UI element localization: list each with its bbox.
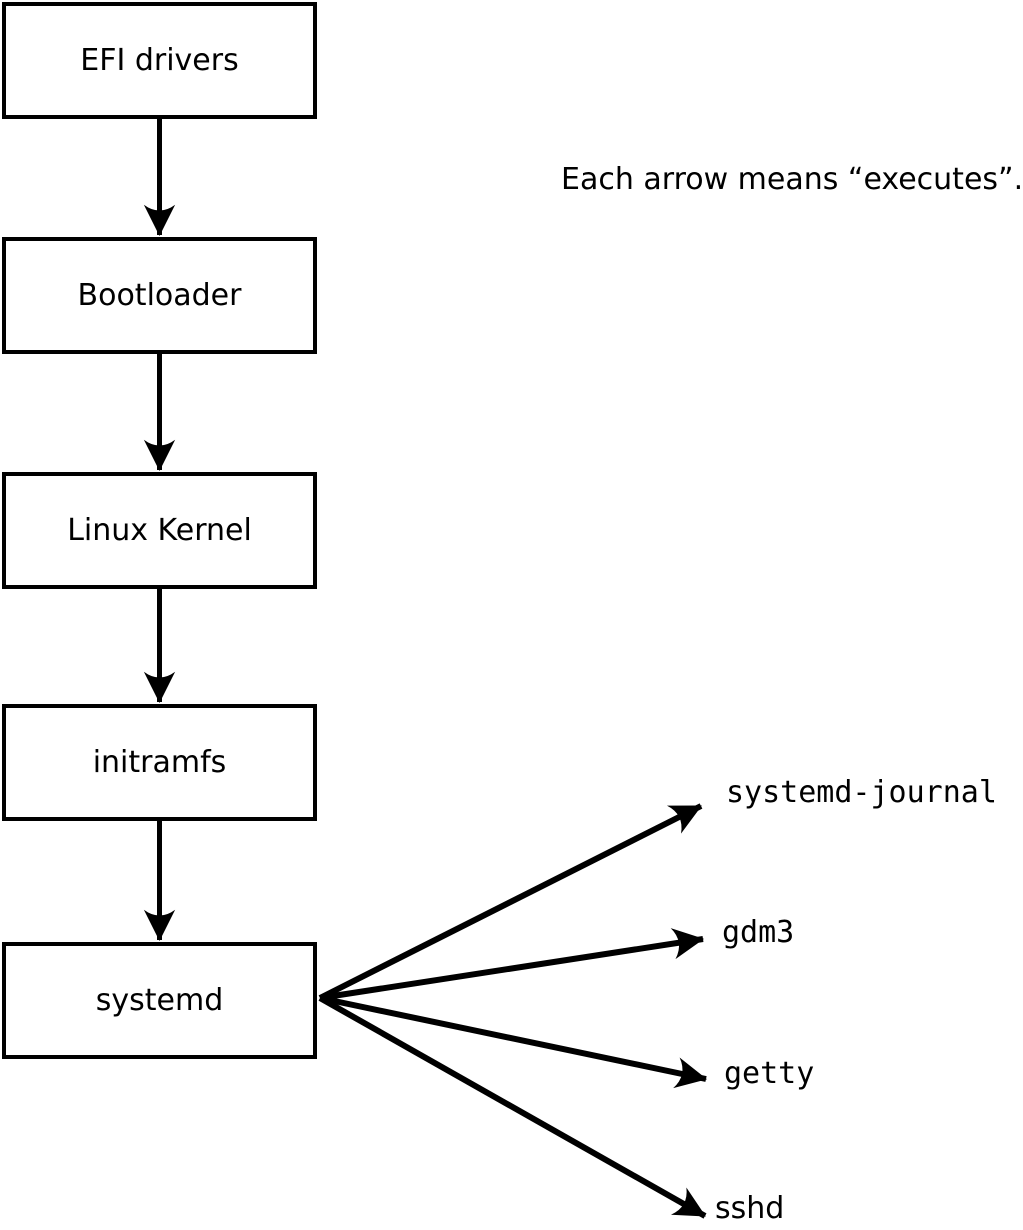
node-linux-kernel: Linux Kernel [2,472,317,589]
node-systemd: systemd [2,942,317,1059]
label-getty: getty [724,1056,815,1091]
node-bootloader: Bootloader [2,237,317,354]
node-efi-drivers: EFI drivers [2,2,317,119]
label-gdm3: gdm3 [722,915,795,950]
arrow-systemd-to-sshd-icon [318,995,707,1219]
label-systemd-journal: systemd-journal [726,775,997,810]
node-initramfs: initramfs [2,704,317,821]
arrow-systemd-to-getty-icon [319,995,707,1089]
label-sshd: sshd [715,1191,785,1226]
legend-note: Each arrow means “executes”. [561,162,1023,197]
arrow-systemd-to-gdm3-icon [319,928,705,1001]
arrow-systemd-to-journal-icon [318,803,703,1001]
